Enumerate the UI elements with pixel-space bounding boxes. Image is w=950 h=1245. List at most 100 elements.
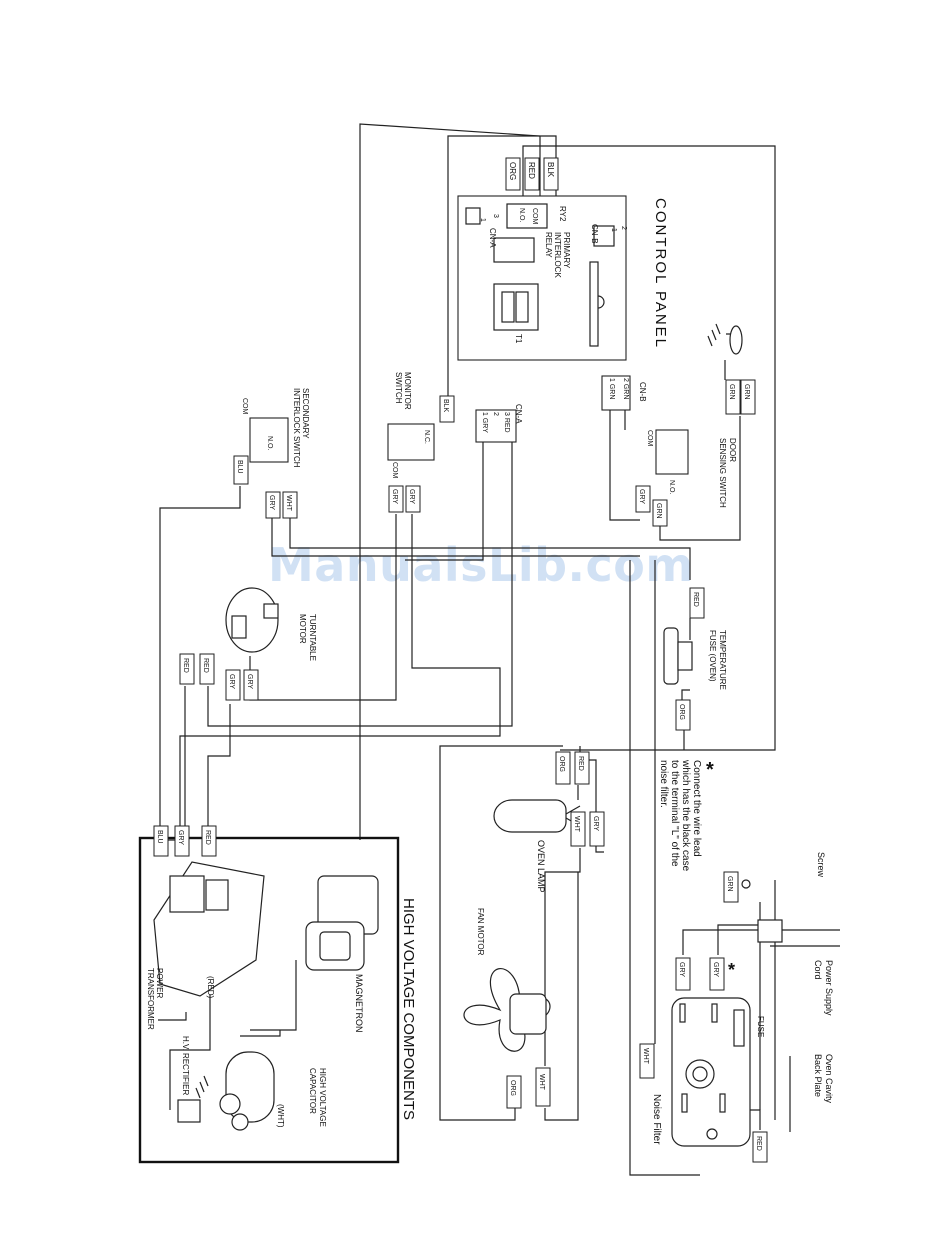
control-panel-slot	[589, 261, 599, 347]
filter-screw-icon	[706, 1128, 718, 1140]
cn-b-label: CN-B	[590, 224, 599, 244]
relay-com: COM	[531, 208, 538, 225]
back-plate-label-1: Oven Cavity	[824, 1054, 834, 1104]
cn-a-label: CN-A	[488, 228, 497, 248]
door-sensing-switch: DOOR SENSING SWITCH COM N.O. GRY GRN CN-…	[601, 323, 756, 527]
ground-icon	[707, 323, 740, 347]
ground-lug-icon	[729, 325, 743, 355]
cn-a-socket	[465, 207, 481, 225]
tag-secondary-gry: GRY	[268, 495, 275, 510]
tag-monitor-gry-1: GRY	[391, 489, 398, 504]
secondary-switch-label-1: SECONDARY	[301, 388, 310, 439]
tag-transformer-red: RED	[204, 830, 211, 845]
tag-fan-wht: WHT	[538, 1074, 545, 1091]
cn-b-pins-label: CN-B	[638, 382, 647, 402]
relay-desc-1: PRIMARY	[562, 232, 571, 269]
cn-b-pin-1: 1 GRN	[608, 378, 615, 399]
note-symbol: *	[706, 759, 714, 781]
secondary-interlock-switch: SECONDARY INTERLOCK SWITCH COM N.O. BLU …	[233, 388, 310, 519]
high-voltage-box: HIGH VOLTAGE COMPONENTS POWER TRANSFORME…	[138, 825, 417, 1164]
hv-capacitor-label-2: CAPACITOR	[308, 1068, 317, 1114]
hv-rectifier-icon	[177, 1099, 201, 1123]
oven-lamp-label: OVEN LAMP	[536, 840, 546, 893]
monitor-switch-nc: N.C.	[423, 430, 430, 444]
power-transformer-label-1: POWER	[155, 968, 164, 998]
cn-b-socket	[593, 225, 615, 247]
door-switch-com: COM	[646, 430, 653, 447]
screw-icon	[741, 879, 751, 889]
wires	[158, 123, 840, 1176]
cn-a-pin1: 1	[479, 218, 486, 222]
cn-b-pin-2: 2 GRN	[622, 378, 629, 399]
tag-turntable-gry-1: GRY	[228, 674, 235, 689]
fan-motor-body	[509, 993, 547, 1035]
temperature-fuse-label-2: FUSE (OVEN)	[708, 630, 717, 682]
tag-lamp-gry: GRY	[592, 816, 599, 831]
tag-filter-gry-1: GRY	[678, 962, 685, 977]
red-paren-label: (RED)	[206, 976, 215, 999]
filter-asterisk: *	[728, 960, 735, 980]
oven-lamp: OVEN LAMP ORG RED GRY WHT	[493, 751, 605, 893]
relay-label: RY2	[558, 206, 567, 222]
tag-filter-wht: WHT	[642, 1048, 649, 1065]
hv-capacitor-label-1: HIGH VOLTAGE	[318, 1068, 327, 1127]
tag-fan-org: ORG	[509, 1080, 516, 1096]
turntable-motor-label-1: TURNTABLE	[308, 614, 317, 661]
temperature-fuse-icon	[663, 627, 679, 685]
tag-turntable-gry-2: GRY	[246, 674, 253, 689]
fuse-icon	[733, 1009, 745, 1047]
tag-door-grn: GRN	[655, 503, 662, 519]
tag-secondary-wht: WHT	[285, 495, 292, 512]
t1-label: T1	[514, 334, 523, 344]
power-cord-label-2: Cord	[813, 960, 823, 980]
back-plate-label-2: Back Plate	[813, 1054, 823, 1097]
cn-a-pin-2: 2	[492, 412, 499, 416]
note: * Connect the wire lead which has the bl…	[658, 759, 714, 872]
tag-secondary-blu: BLU	[236, 460, 243, 474]
relay-no: N.O.	[518, 208, 525, 222]
note-line-1: Connect the wire lead	[691, 760, 702, 857]
power-transformer-label-2: TRANSFORMER	[146, 968, 155, 1030]
note-line-4: noise filter.	[658, 760, 669, 808]
door-switch-no: N.O.	[668, 480, 675, 494]
tag-lamp-org: ORG	[558, 756, 565, 772]
tag-tempfuse-red: RED	[692, 592, 699, 607]
note-line-2: which has the black case	[680, 759, 691, 872]
fuse-label: FUSE	[756, 1016, 765, 1037]
cn-a-pins-label: CN-A	[514, 404, 523, 424]
cn-b-pin2: 2	[620, 226, 627, 230]
relay-terminal	[506, 203, 548, 229]
tag-monitor-blk: BLK	[442, 399, 449, 413]
magnetron-label: MAGNETRON	[354, 974, 364, 1033]
hv-rectifier-label: H.V. RECTIFIER	[181, 1036, 190, 1095]
note-line-3: to the terminal "L" of the	[669, 760, 680, 867]
tag-turntable-red-2: RED	[202, 658, 209, 673]
relay-desc-3: RELAY	[544, 232, 553, 258]
tag-filter-gry-2: GRY	[712, 962, 719, 977]
tag-transformer-blu: BLU	[156, 830, 163, 844]
monitor-switch-com: COM	[391, 462, 398, 479]
tag-transformer-gry: GRY	[177, 830, 184, 845]
cn-a-pin-3: 3 RED	[503, 412, 510, 433]
tag-cp-red: RED	[527, 162, 536, 179]
cn-a-pin-1: 1 GRY	[481, 412, 488, 433]
door-switch-label-1: DOOR	[728, 438, 737, 462]
screw-label: Screw	[816, 852, 826, 878]
fan-motor-label: FAN MOTOR	[476, 908, 485, 956]
tag-filter-red: RED	[755, 1136, 762, 1151]
control-panel-title: CONTROL PANEL	[652, 198, 669, 349]
temperature-fuse-label-1: TEMPERATURE	[718, 630, 727, 690]
power-cord-label-1: Power Supply	[824, 960, 834, 1016]
temperature-fuse: TEMPERATURE FUSE (OVEN) RED ORG	[663, 587, 727, 731]
turntable-motor-label-2: MOTOR	[298, 614, 307, 644]
noise-filter: FUSE Noise Filter GRY GRY * WHT RED GRN …	[639, 852, 834, 1163]
cn-a-pin3: 3	[492, 214, 499, 218]
wht-paren-label: (WHT)	[276, 1104, 285, 1128]
monitor-switch: MONITOR SWITCH N.C. COM BLK GRY GRY CN-A…	[387, 372, 523, 513]
cn-b-pin1: 1	[610, 228, 617, 232]
monitor-switch-label-1: MONITOR	[403, 372, 412, 410]
tag-cp-org: ORG	[508, 162, 517, 180]
tag-lamp-wht: WHT	[573, 816, 580, 833]
relay-body	[493, 237, 535, 263]
tag-ground-grn-2: GRN	[743, 384, 750, 400]
